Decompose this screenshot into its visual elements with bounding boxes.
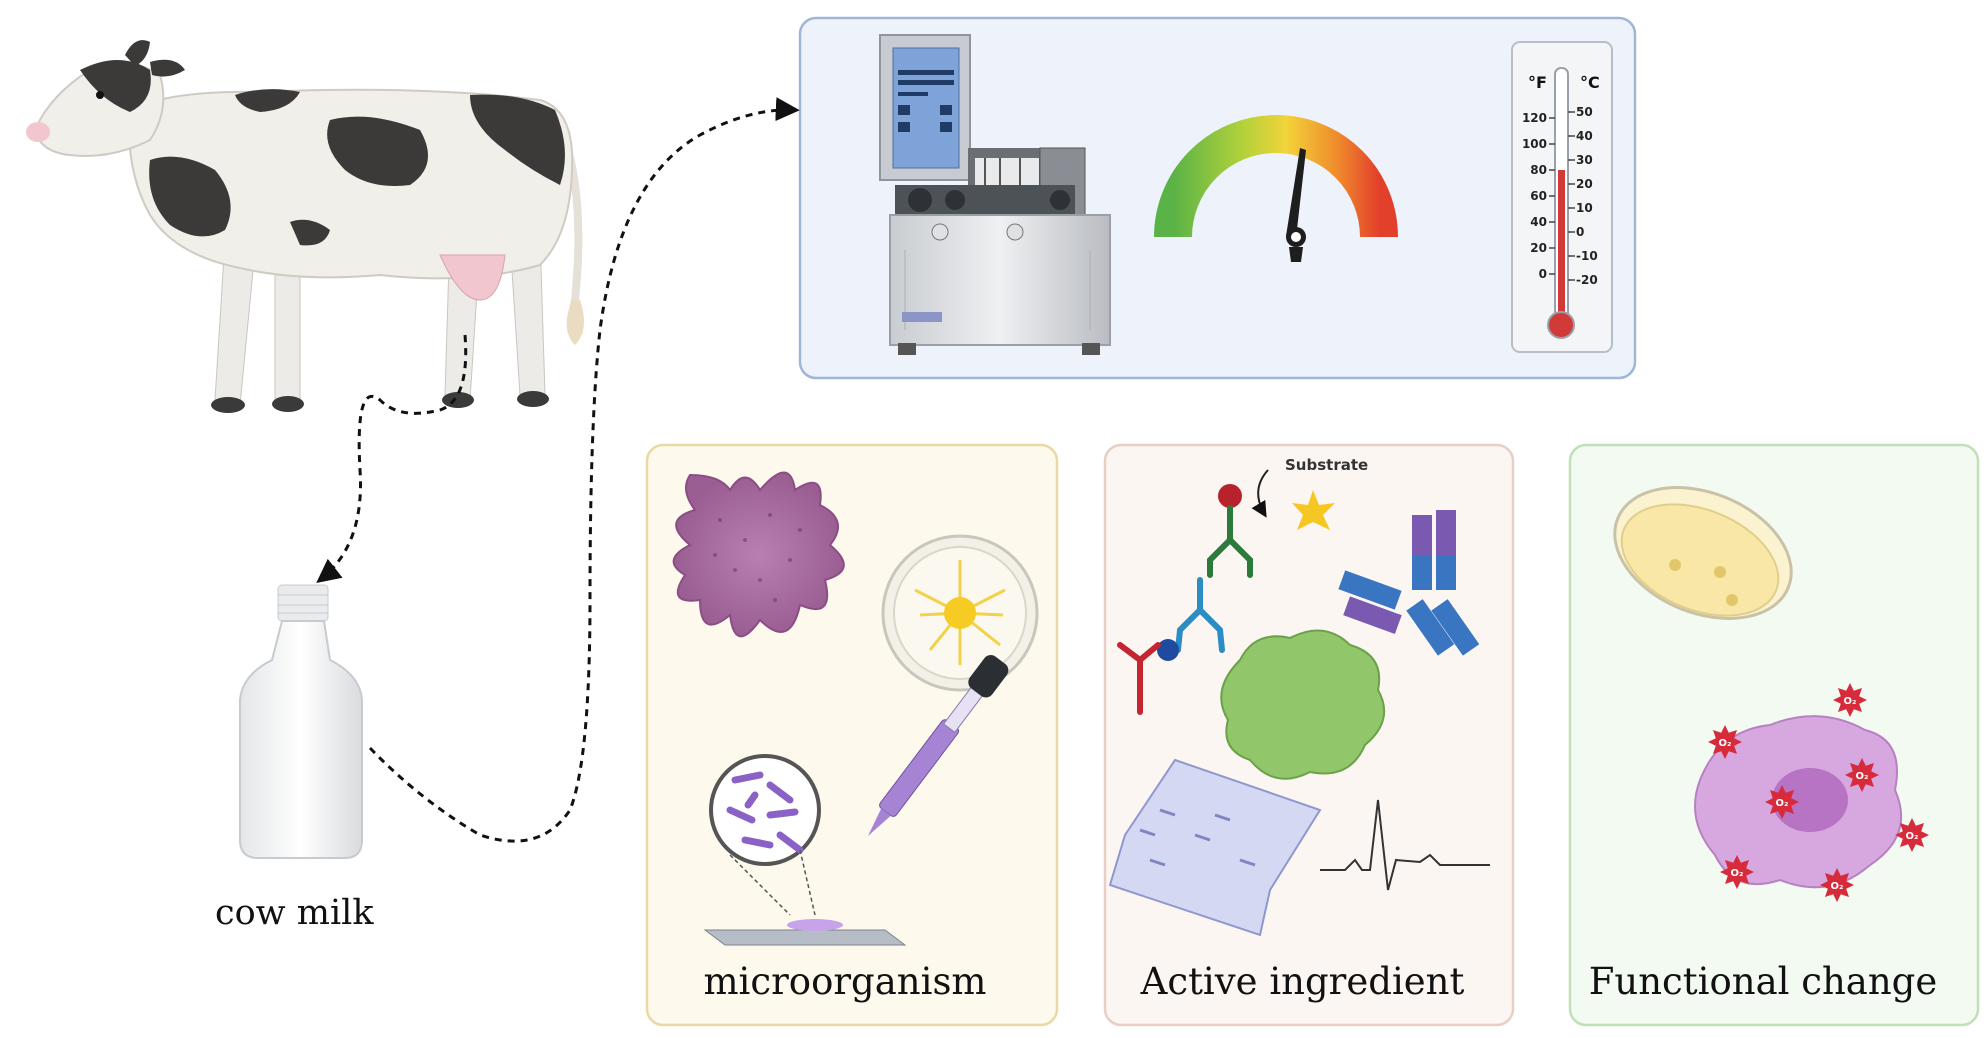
microorganism-label: microorganism bbox=[703, 960, 987, 1003]
celsius-tick-label: 0 bbox=[1576, 225, 1584, 239]
ros-burst-icon: O₂ bbox=[1895, 818, 1929, 852]
petri-dish-colonies bbox=[1613, 486, 1793, 620]
ros-burst-icon: O₂ bbox=[1720, 855, 1754, 889]
microscope-slide-bacteria bbox=[703, 655, 1009, 946]
protein-blob-icon bbox=[1220, 629, 1386, 780]
cow-to-bottle-arrow bbox=[316, 334, 468, 583]
fahrenheit-tick-label: 0 bbox=[1539, 267, 1547, 281]
functional-change-label: Functional change bbox=[1588, 960, 1938, 1003]
antibody-icon bbox=[1117, 484, 1253, 715]
temperature-gauge bbox=[1154, 115, 1398, 262]
pasteurizer-machine-illustration bbox=[879, 34, 1111, 355]
fahrenheit-unit-label: °F bbox=[1528, 73, 1547, 92]
ros-label: O₂ bbox=[1776, 798, 1789, 809]
celsius-tick-label: -20 bbox=[1576, 273, 1598, 287]
celsius-tick-label: -10 bbox=[1576, 249, 1598, 263]
fahrenheit-tick-label: 80 bbox=[1530, 163, 1547, 177]
reactive-oxygen-species: O₂ O₂ O₂ O₂ O₂ O₂ O₂ bbox=[1708, 683, 1929, 902]
fahrenheit-tick-label: 20 bbox=[1530, 241, 1547, 255]
ecg-waveform-icon bbox=[1320, 799, 1490, 891]
ros-burst-icon: O₂ bbox=[1765, 785, 1799, 819]
ros-burst-icon: O₂ bbox=[1820, 868, 1854, 902]
celsius-tick-label: 30 bbox=[1576, 153, 1593, 167]
gel-electrophoresis-icon bbox=[1108, 758, 1322, 937]
active-ingredient-label: Active ingredient bbox=[1140, 960, 1465, 1003]
fahrenheit-tick-label: 120 bbox=[1522, 111, 1547, 125]
igg-antibody-icon bbox=[1338, 510, 1480, 656]
ros-label: O₂ bbox=[1844, 696, 1857, 707]
bottle-to-processing-arrow bbox=[368, 97, 800, 843]
petri-dish-fungus bbox=[881, 534, 1039, 692]
celsius-tick-label: 50 bbox=[1576, 105, 1593, 119]
ros-burst-icon: O₂ bbox=[1708, 725, 1742, 759]
celsius-tick-label: 20 bbox=[1576, 177, 1593, 191]
ros-burst-icon: O₂ bbox=[1833, 683, 1867, 717]
fahrenheit-tick-label: 100 bbox=[1522, 137, 1547, 151]
substrate-label: Substrate bbox=[1285, 456, 1368, 474]
ros-label: O₂ bbox=[1906, 831, 1919, 842]
ros-burst-icon: O₂ bbox=[1845, 758, 1879, 792]
celsius-tick-label: 10 bbox=[1576, 201, 1593, 215]
ros-label: O₂ bbox=[1719, 738, 1732, 749]
cow-illustration bbox=[26, 40, 584, 413]
ros-label: O₂ bbox=[1856, 771, 1869, 782]
ros-label: O₂ bbox=[1831, 881, 1844, 892]
enzyme-substrate-illustration: Substrate bbox=[1251, 456, 1368, 530]
fahrenheit-tick-label: 60 bbox=[1530, 189, 1547, 203]
ros-label: O₂ bbox=[1731, 868, 1744, 879]
fahrenheit-tick-label: 40 bbox=[1530, 215, 1547, 229]
celsius-tick-label: 40 bbox=[1576, 129, 1593, 143]
amoeba-illustration bbox=[672, 471, 845, 638]
celsius-unit-label: °C bbox=[1580, 73, 1600, 92]
cow-milk-label: cow milk bbox=[215, 893, 374, 933]
milk-bottle-illustration bbox=[239, 584, 363, 859]
